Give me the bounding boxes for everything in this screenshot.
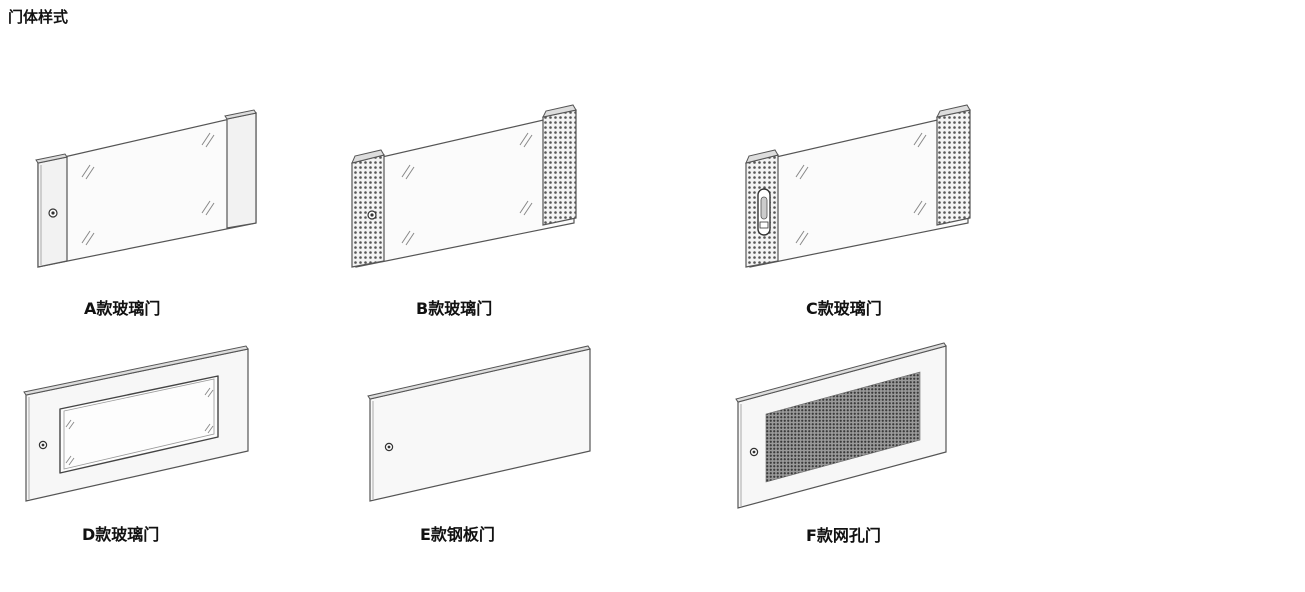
door-f-label: F款网孔门 bbox=[806, 526, 881, 545]
door-b: B款玻璃门 bbox=[348, 104, 588, 325]
door-d-label: D款玻璃门 bbox=[82, 525, 160, 544]
door-b-illustration bbox=[351, 104, 577, 268]
door-a-illustration bbox=[35, 109, 257, 268]
door-a: A款玻璃门 bbox=[30, 105, 270, 325]
door-a-label: A款玻璃门 bbox=[84, 299, 161, 318]
door-e-label: E款钢板门 bbox=[420, 525, 495, 544]
door-c: C款玻璃门 bbox=[742, 104, 982, 325]
door-c-illustration bbox=[745, 104, 971, 268]
door-d: D款玻璃门 bbox=[22, 345, 262, 555]
door-f: F款网孔门 bbox=[734, 342, 974, 552]
door-f-illustration bbox=[735, 342, 947, 509]
page-title: 门体样式 bbox=[8, 8, 69, 26]
door-c-label: C款玻璃门 bbox=[806, 299, 882, 318]
door-e: E款钢板门 bbox=[366, 345, 606, 555]
door-e-illustration bbox=[367, 345, 591, 502]
door-b-label: B款玻璃门 bbox=[416, 299, 493, 318]
door-d-illustration bbox=[23, 345, 249, 502]
